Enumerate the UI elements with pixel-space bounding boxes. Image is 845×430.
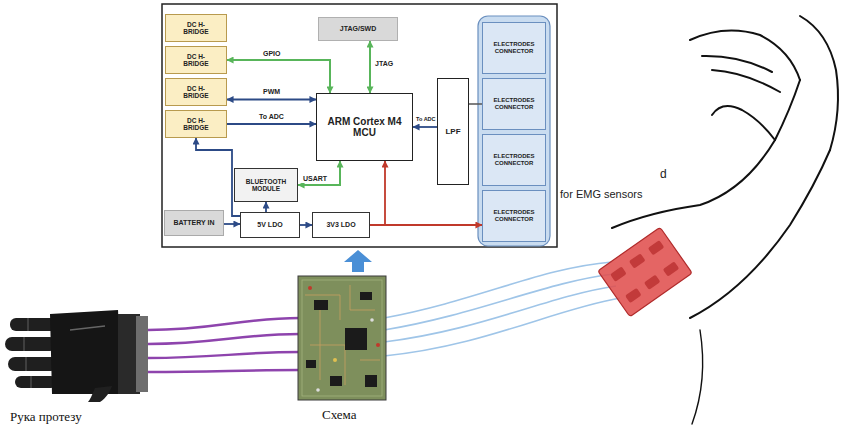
node-label: BLUETOOTH MODULE: [240, 178, 292, 193]
part-caption: Схема: [322, 408, 357, 422]
connector: [469, 103, 482, 105]
electrode-connector: ELECTRODES CONNECTOR: [482, 190, 546, 242]
node-label: DC H-BRIDGE: [178, 85, 214, 100]
signal-name: To ADC: [258, 113, 285, 121]
hand-wires: [148, 318, 300, 372]
electrode-band: [478, 16, 550, 246]
h-bridge-box: DC H-BRIDGE: [165, 78, 227, 106]
connector: [300, 224, 312, 226]
connector: [370, 224, 482, 226]
node-label: ARM Cortex M4 MCU: [324, 116, 406, 139]
sensor-note: for EMG sensors: [560, 188, 643, 200]
diagram-panel: [162, 4, 557, 247]
regulator-box: 3V3 LDO: [312, 212, 370, 238]
callout-letter: d: [660, 168, 667, 181]
signal-name: JTAG: [374, 60, 394, 68]
regulator-box: 5V LDO: [240, 212, 300, 238]
node-label: DC H-BRIDGE: [178, 117, 214, 132]
connector: [227, 123, 316, 125]
battery-box: BATTERY IN: [164, 210, 224, 236]
connector: [370, 161, 385, 225]
filter-box: LPF: [437, 78, 469, 185]
circuit-board: [298, 276, 386, 400]
node-label: ELECTRODES CONNECTOR: [486, 153, 542, 167]
h-bridge-box: DC H-BRIDGE: [165, 110, 227, 138]
node-label: JTAG/SWD: [340, 25, 376, 33]
mcu-box: ARM Cortex M4 MCU: [316, 93, 413, 161]
h-bridge-box: DC H-BRIDGE: [165, 14, 227, 42]
bluetooth-box: BLUETOOTH MODULE: [234, 168, 298, 202]
emg-patch: [598, 227, 692, 316]
electrode-connector: ELECTRODES CONNECTOR: [482, 134, 546, 186]
signal-name: To ADC: [415, 116, 437, 122]
node-label: BATTERY IN: [173, 219, 214, 227]
connector: [298, 161, 340, 185]
part-caption: Рука протезу: [10, 410, 82, 424]
electrode-connector: ELECTRODES CONNECTOR: [482, 22, 546, 74]
zoom-arrow: [344, 250, 372, 272]
node-label: ELECTRODES CONNECTOR: [486, 209, 542, 223]
connector: [413, 126, 437, 128]
node-label: LPF: [445, 127, 460, 136]
connector: [224, 223, 240, 225]
signal-name: PWM: [262, 88, 281, 96]
connector: [265, 202, 267, 212]
sensor-wires: [384, 262, 620, 356]
h-bridge-box: DC H-BRIDGE: [165, 46, 227, 74]
node-label: ELECTRODES CONNECTOR: [486, 97, 542, 111]
connector: [227, 99, 316, 101]
connector: [369, 41, 371, 93]
debug-port-box: JTAG/SWD: [318, 17, 398, 41]
node-label: 3V3 LDO: [326, 221, 355, 229]
node-label: DC H-BRIDGE: [178, 21, 214, 36]
prosthetic-hand: [5, 310, 148, 402]
node-label: DC H-BRIDGE: [178, 53, 214, 68]
signal-name: USART: [302, 175, 328, 183]
signal-name: GPIO: [262, 50, 282, 58]
node-label: ELECTRODES CONNECTOR: [486, 41, 542, 55]
electrode-connector: ELECTRODES CONNECTOR: [482, 78, 546, 130]
arm-sketch: [612, 16, 838, 424]
node-label: 5V LDO: [257, 221, 282, 229]
